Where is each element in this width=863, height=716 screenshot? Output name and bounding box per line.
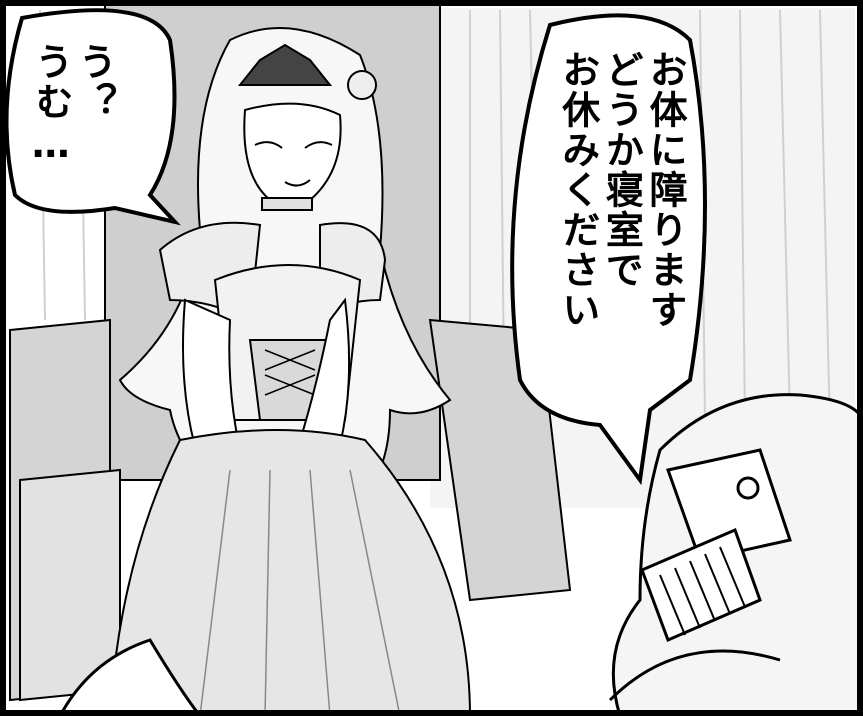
partial-speech-bubble [58, 638, 202, 716]
speech-text-left: う？ うむ… [28, 42, 117, 222]
speech-line: お休みください [555, 50, 600, 330]
speech-bubble-right [510, 13, 707, 486]
speech-line: うむ… [28, 42, 73, 168]
speech-text-right: お体に障ります どうか寝室で お休みください [555, 50, 688, 390]
speech-line: どうか寝室で [599, 50, 644, 290]
armored-knight-helmet-icon [608, 393, 863, 716]
speech-line: お体に障ります [643, 50, 688, 330]
speech-bubble-left [4, 8, 181, 226]
speech-line: う？ [72, 42, 117, 122]
princess-on-throne-icon [108, 27, 472, 716]
